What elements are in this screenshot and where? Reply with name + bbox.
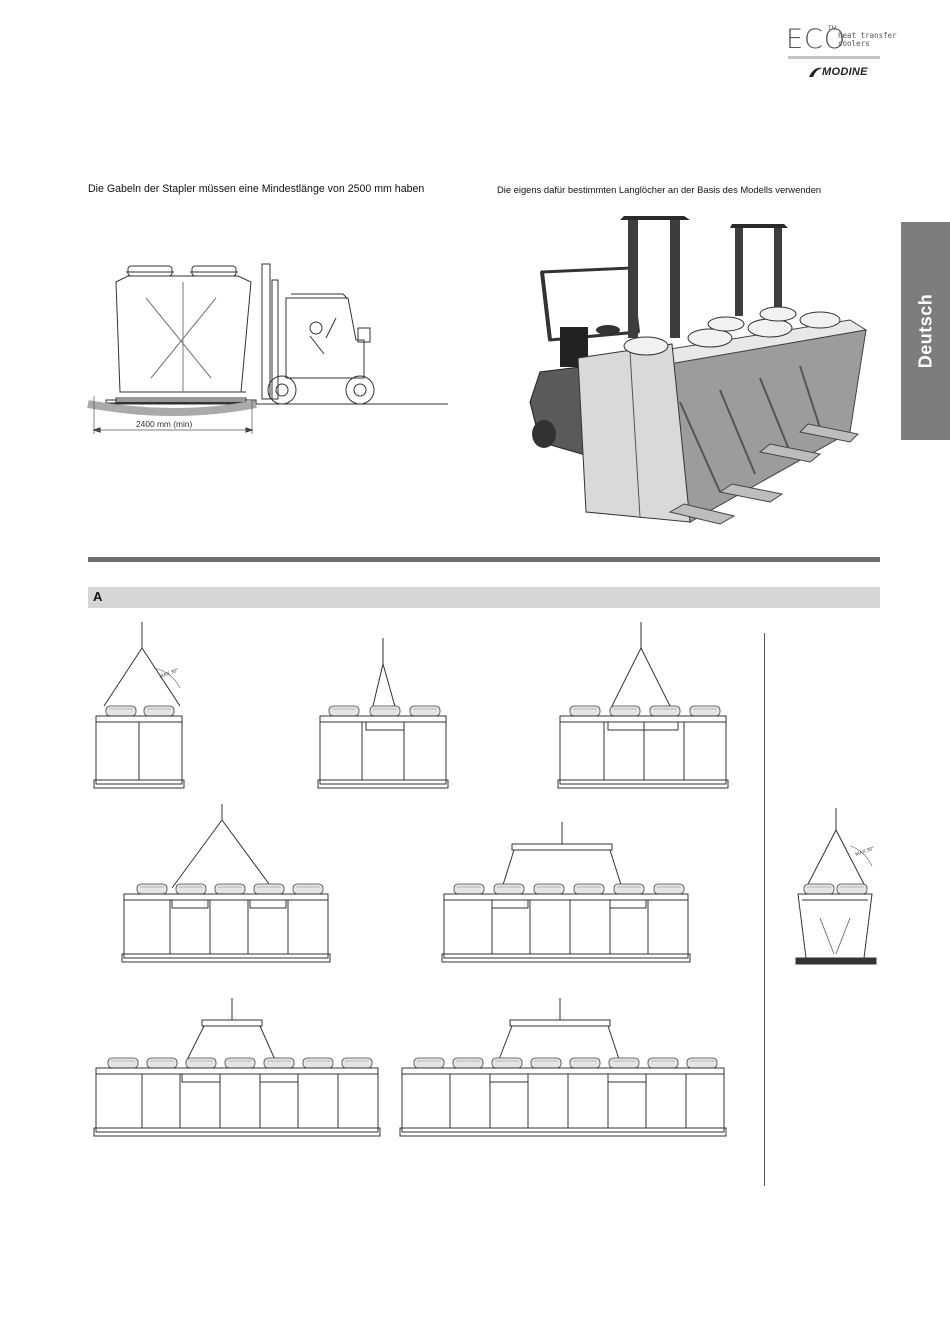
diagram-5-fans: [122, 804, 330, 962]
language-tab: Deutsch: [901, 222, 950, 440]
logo-trademark: TM: [828, 26, 837, 32]
eco-logo: ECO TM heat transfer coolers MODINE: [786, 24, 896, 88]
diagram-side-view: [796, 808, 876, 964]
language-tab-label: Deutsch: [915, 294, 936, 369]
section-label: A: [93, 589, 102, 604]
angle-label-2: MAX 30°: [855, 845, 876, 857]
logo-tagline-line2: coolers: [838, 40, 898, 48]
logo-tagline: heat transfer coolers: [838, 32, 898, 48]
diagram-8-fans: [400, 998, 726, 1136]
section-header: A: [88, 587, 880, 608]
caption-slots: Die eigens dafür bestimmten Langlöcher a…: [497, 184, 821, 195]
diagram-2-fans: [94, 622, 184, 788]
lifting-diagrams: MAX 30° MAX 30°: [80, 618, 880, 1150]
diagram-7-fans-a: [94, 998, 380, 1136]
diagram-3-fans: [318, 638, 448, 788]
angle-label-1: MAX 30°: [159, 667, 180, 679]
section-divider: [88, 557, 880, 562]
diagram-6-fans: [442, 822, 690, 962]
caption-forklift-length: Die Gabeln der Stapler müssen eine Minde…: [88, 183, 424, 195]
forklift-side-drawing: 2400 mm (min): [86, 258, 452, 438]
forklift-3d-render: [520, 212, 882, 550]
diagram-4-fans: [558, 622, 728, 788]
forklift-dimension-label: 2400 mm (min): [136, 419, 193, 429]
logo-divider: [788, 56, 880, 59]
logo-company: MODINE: [822, 66, 868, 78]
